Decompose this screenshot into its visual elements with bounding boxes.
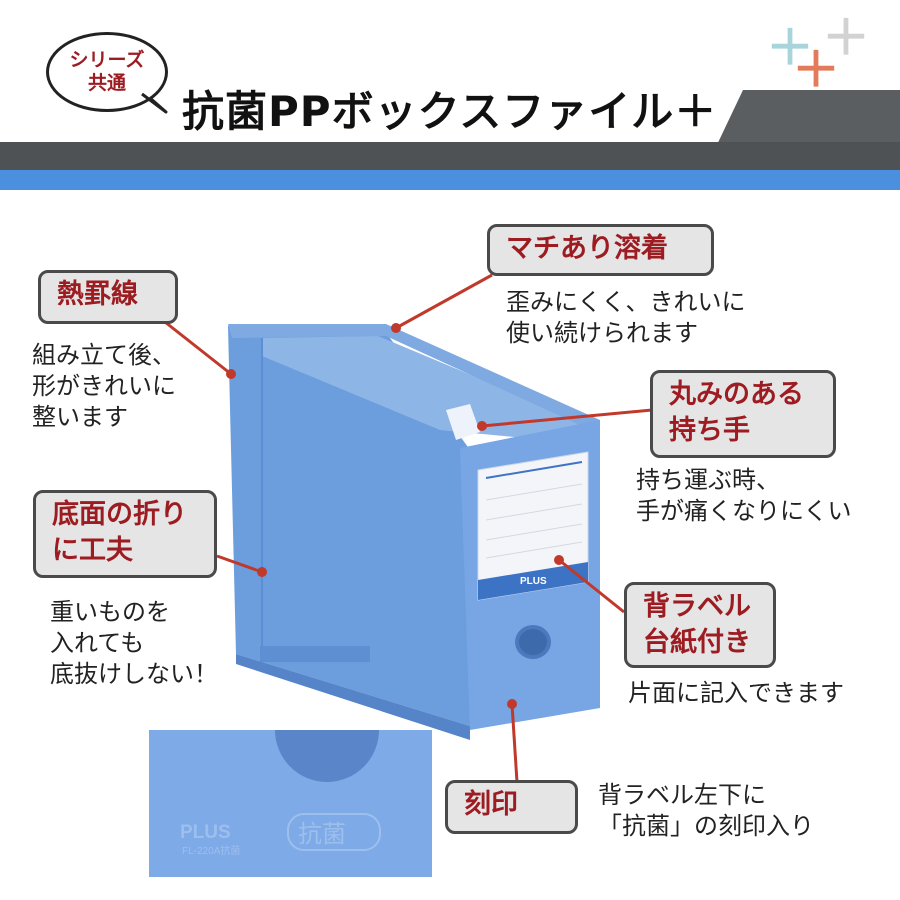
plus-icon-light-blue: ＋: [766, 20, 815, 76]
handle-hole: [446, 404, 480, 440]
box-inner-wall: [262, 336, 588, 444]
callout-round-handle-desc: 持ち運ぶ時、 手が痛くなりにくい: [636, 466, 852, 525]
inset-stamp-text: 抗菌: [298, 820, 346, 848]
callout-bottom-fold-label: 底面の折り に工夫: [33, 490, 217, 578]
callout-round-handle-label: 丸みのある 持ち手: [650, 370, 836, 458]
callout-heat-crease-desc: 組み立て後、 形がきれいに 整います: [32, 341, 176, 431]
callout-spine-label-label: 背ラベル 台紙付き: [624, 582, 776, 668]
leader-dots: [226, 323, 564, 709]
callout-stamp-title: 刻印: [464, 789, 518, 820]
callout-stamp-label: 刻印: [445, 780, 578, 834]
callout-gusset-weld-label: マチあり溶着: [487, 224, 714, 276]
inset-stamp-outline: [287, 813, 381, 851]
callout-stamp-desc: 背ラベル左下に 「抗菌」の刻印入り: [598, 781, 814, 840]
spine-brand-text: PLUS: [520, 576, 547, 587]
box-top-rim: [228, 324, 600, 432]
plus-icon-orange: ＋: [792, 42, 841, 98]
header-dark-band: [0, 142, 900, 170]
inset-finger-hole: [275, 730, 379, 782]
box-side-panel: [228, 324, 470, 726]
callout-heat-crease-label: 熱罫線: [38, 270, 178, 324]
series-badge: シリーズ 共通: [46, 32, 168, 112]
page-title: 抗菌PPボックスファイル＋: [182, 87, 718, 136]
plus-icon-gray: ＋: [822, 10, 871, 66]
callout-bottom-fold-desc: 重いものを 入れても 底抜けしない！: [50, 598, 218, 688]
callout-heat-crease-title: 熱罫線: [57, 279, 138, 310]
inset-model-text: FL-220A抗菌: [182, 844, 240, 857]
series-badge-line2: 共通: [87, 72, 126, 94]
leader-lines: [164, 273, 653, 783]
callout-gusset-weld-desc: 歪みにくく、きれいに 使い続けられます: [506, 288, 746, 347]
inset-brand-text: PLUS: [180, 822, 231, 843]
callout-spine-label-desc: 片面に記入できます: [628, 679, 844, 707]
callout-gusset-weld-title: マチあり溶着: [506, 233, 668, 264]
series-badge-line1: シリーズ: [69, 49, 145, 71]
header-blue-band: [0, 170, 900, 190]
speech-bubble-tail: [141, 92, 168, 114]
